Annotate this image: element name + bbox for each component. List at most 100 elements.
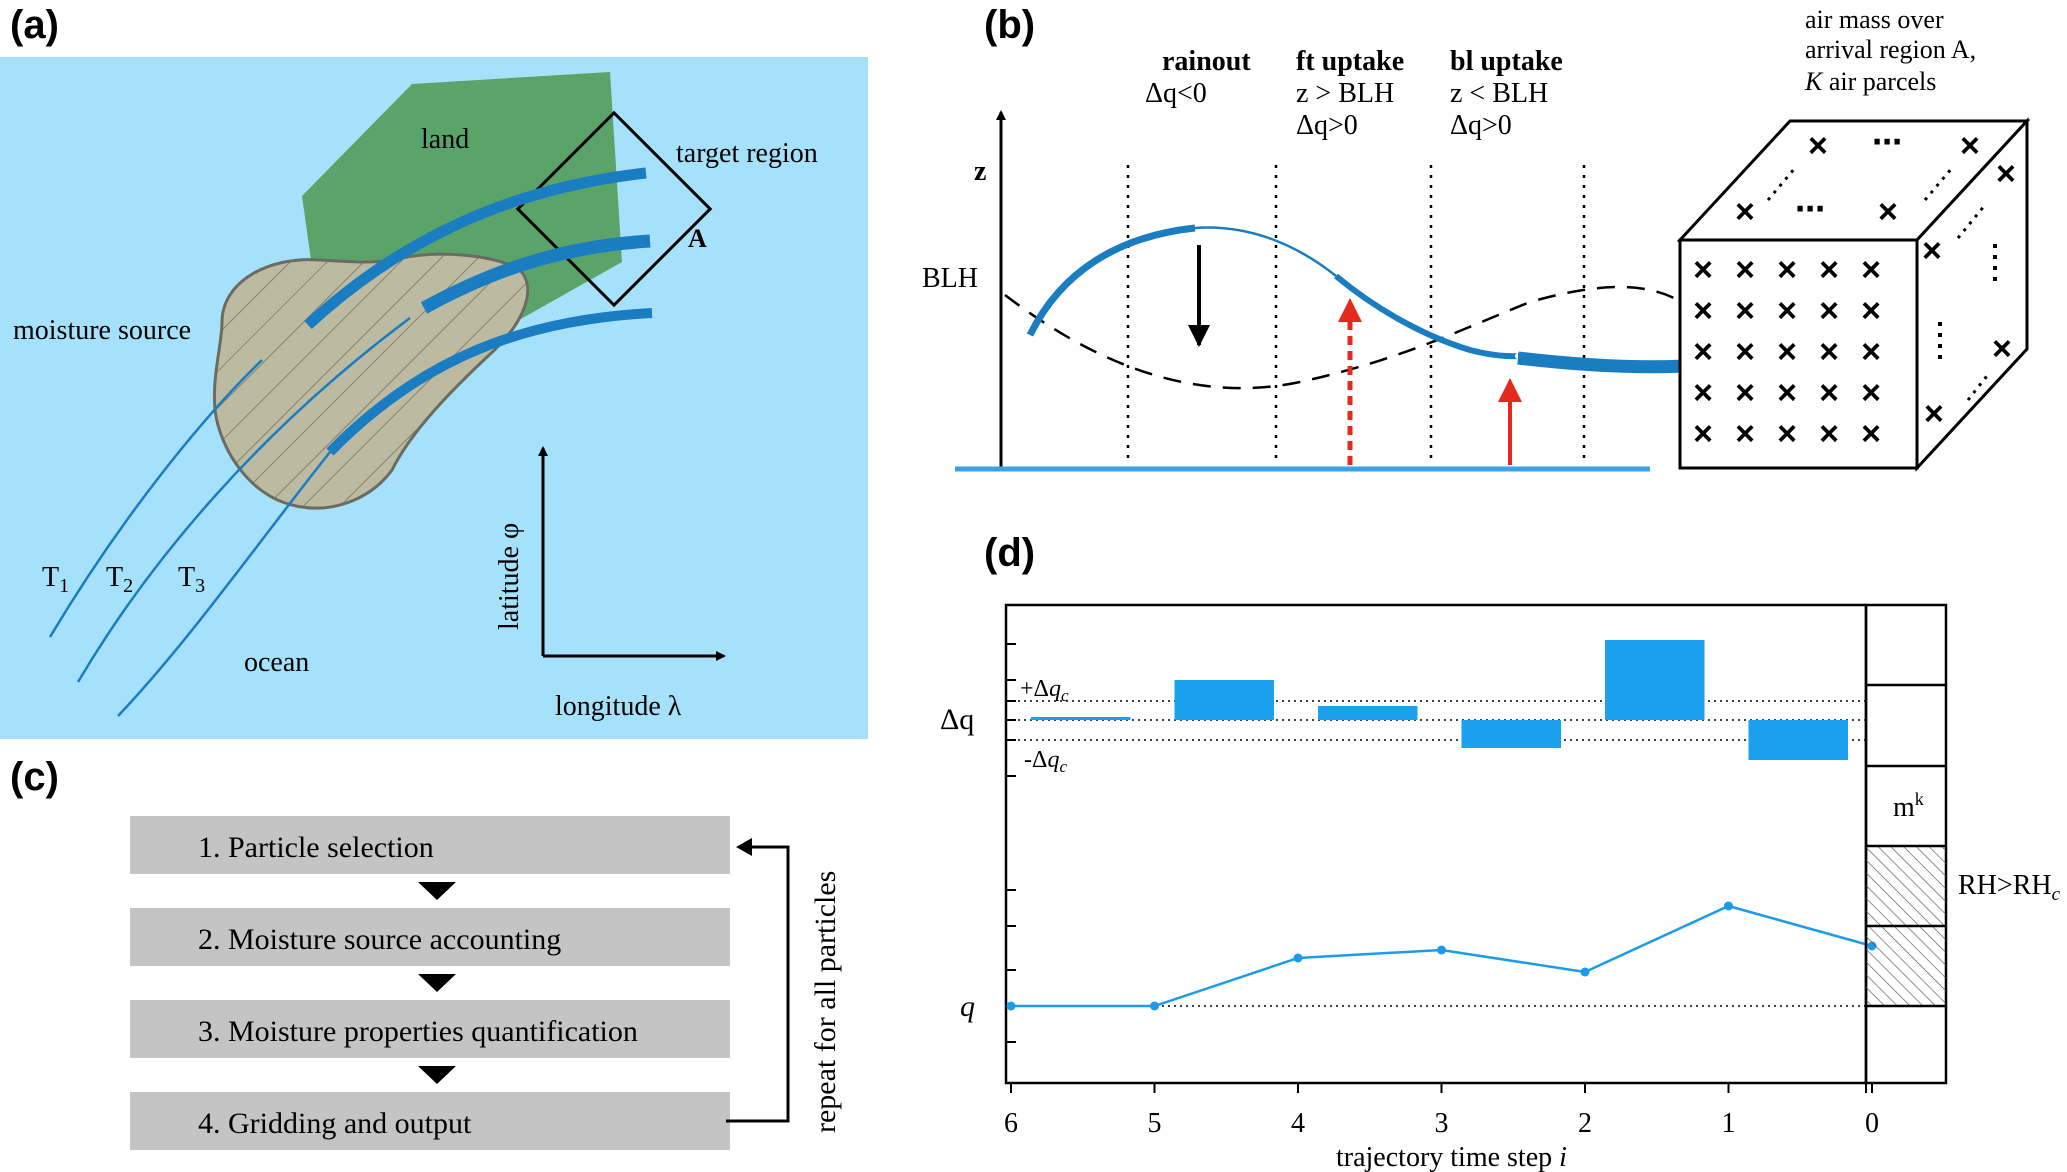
parcel-marker: × <box>1777 292 1797 330</box>
step-arrow <box>418 1066 456 1084</box>
step-1-label: 1. Particle selection <box>198 831 434 864</box>
dq-bar <box>1748 720 1848 760</box>
parcel-marker: × <box>1777 374 1797 412</box>
ocean-label: ocean <box>244 647 309 678</box>
air-mass-line-3: K air parcels <box>1804 67 1936 96</box>
column-dividers <box>1126 165 1586 465</box>
x-tick-label: 6 <box>1004 1108 1018 1139</box>
parcel-marker: × <box>1693 374 1713 412</box>
step-3-label: 3. Moisture properties quantification <box>198 1015 638 1048</box>
panel-a: (a) land target region A moisture source… <box>0 3 868 739</box>
trajectory-t3-thick <box>326 308 653 456</box>
bl-uptake-arrow <box>1498 378 1522 465</box>
latitude-axis-label: latitude φ <box>494 523 525 630</box>
ft-uptake-title: ft uptake <box>1296 46 1404 77</box>
parcel-column <box>1864 603 1948 1085</box>
step-2-label: 2. Moisture source accounting <box>198 923 561 956</box>
parcel-marker: × <box>1808 127 1828 165</box>
q-point <box>1150 1001 1159 1011</box>
parcel-marker: × <box>1777 251 1797 289</box>
parcel-marker: × <box>1735 292 1755 330</box>
bl-uptake-title: bl uptake <box>1450 46 1563 77</box>
parcel-marker: × <box>1861 374 1881 412</box>
air-parcel-trajectory <box>1026 224 1764 374</box>
moisture-source-label: moisture source <box>13 315 191 346</box>
parcel-marker: × <box>1693 251 1713 289</box>
trajectory-t1-thick <box>304 167 647 330</box>
cube-ellipsis: ⋯ <box>1795 193 1825 226</box>
target-region-letter: A <box>688 224 707 253</box>
rainout-condition: Δq<0 <box>1145 78 1207 109</box>
step-1: 1. Particle selection <box>130 816 730 874</box>
blh-dashed-curve <box>1004 285 1679 390</box>
dq-bar <box>1605 640 1705 720</box>
parcel-marker: × <box>1861 251 1881 289</box>
q-point <box>1006 1001 1016 1011</box>
bl-uptake-condition-z: z < BLH <box>1450 78 1548 109</box>
parcel-marker: × <box>1819 292 1839 330</box>
parcel-marker: × <box>1861 415 1881 453</box>
y-ticks <box>1006 643 1016 1043</box>
parcel-marker: × <box>1992 330 2012 368</box>
cube-dots <box>1766 167 1797 201</box>
panel-b-label: (b) <box>984 3 1035 47</box>
trajectory-t1-thin <box>48 359 263 638</box>
trajectory-t3-thin <box>117 451 331 717</box>
minus-threshold-label: -Δqc <box>1024 747 1067 776</box>
air-mass-line-2: arrival region A, <box>1805 35 1976 64</box>
parcel-marker: × <box>1819 333 1839 371</box>
dq-bar <box>1318 706 1418 720</box>
step-2: 2. Moisture source accounting <box>130 908 730 966</box>
plot-frame <box>1004 603 1868 1085</box>
x-tick-label: 3 <box>1435 1108 1449 1139</box>
trajectory-t2-thin <box>76 316 411 683</box>
parcel-marker: × <box>1777 333 1797 371</box>
parcel-marker: × <box>1735 333 1755 371</box>
parcel-marker: × <box>1735 374 1755 412</box>
x-tick-label: 5 <box>1148 1108 1162 1139</box>
cube-dots <box>1923 167 1954 201</box>
parcel-marker: × <box>1922 232 1942 270</box>
q-series <box>1006 901 1877 1011</box>
bl-uptake-condition-dq: Δq>0 <box>1450 110 1512 141</box>
repeat-loop-line <box>726 845 790 1123</box>
ft-uptake-condition-z: z > BLH <box>1296 78 1394 109</box>
trajectory-label-t1: T1 <box>42 562 69 597</box>
cube-top-parcels: × × × × ⋯ ⋯ <box>1735 126 1980 231</box>
dq-bar <box>1031 717 1131 720</box>
dq-bars <box>1031 640 1848 760</box>
parcel-marker: × <box>1924 395 1944 433</box>
mass-label: mk <box>1893 789 1924 823</box>
cube-dots <box>1966 371 1992 401</box>
step-arrow <box>418 882 456 900</box>
parcel-marker: × <box>1735 193 1755 231</box>
step-4: 4. Gridding and output <box>130 1092 730 1150</box>
step-4-label: 4. Gridding and output <box>198 1107 472 1140</box>
q-point <box>1437 945 1446 955</box>
q-point <box>1580 967 1590 977</box>
parcel-marker: × <box>1861 333 1881 371</box>
panel-c: (c) 1. Particle selection 2. Moisture so… <box>10 755 842 1150</box>
panel-a-label: (a) <box>10 3 59 47</box>
panel-c-label: (c) <box>10 755 59 799</box>
ft-uptake-arrow <box>1338 298 1362 465</box>
parcel-marker: × <box>1819 251 1839 289</box>
dq-bar <box>1174 680 1274 720</box>
x-axis-label: trajectory time step i <box>1336 1142 1567 1172</box>
parcel-marker: × <box>1960 127 1980 165</box>
panel-d-label: (d) <box>984 531 1035 575</box>
blh-label: BLH <box>922 263 978 294</box>
parcel-marker: × <box>1861 292 1881 330</box>
dq-bar <box>1461 720 1561 748</box>
q-line <box>1011 904 1873 1008</box>
parcel-marker: × <box>1735 415 1755 453</box>
step-3: 3. Moisture properties quantification <box>130 1000 730 1058</box>
parcel-marker: × <box>1693 333 1713 371</box>
x-tick-label: 1 <box>1722 1108 1736 1139</box>
parcel-marker: × <box>1819 374 1839 412</box>
x-tick-label: 0 <box>1865 1108 1879 1139</box>
x-tick-label: 2 <box>1578 1108 1592 1139</box>
